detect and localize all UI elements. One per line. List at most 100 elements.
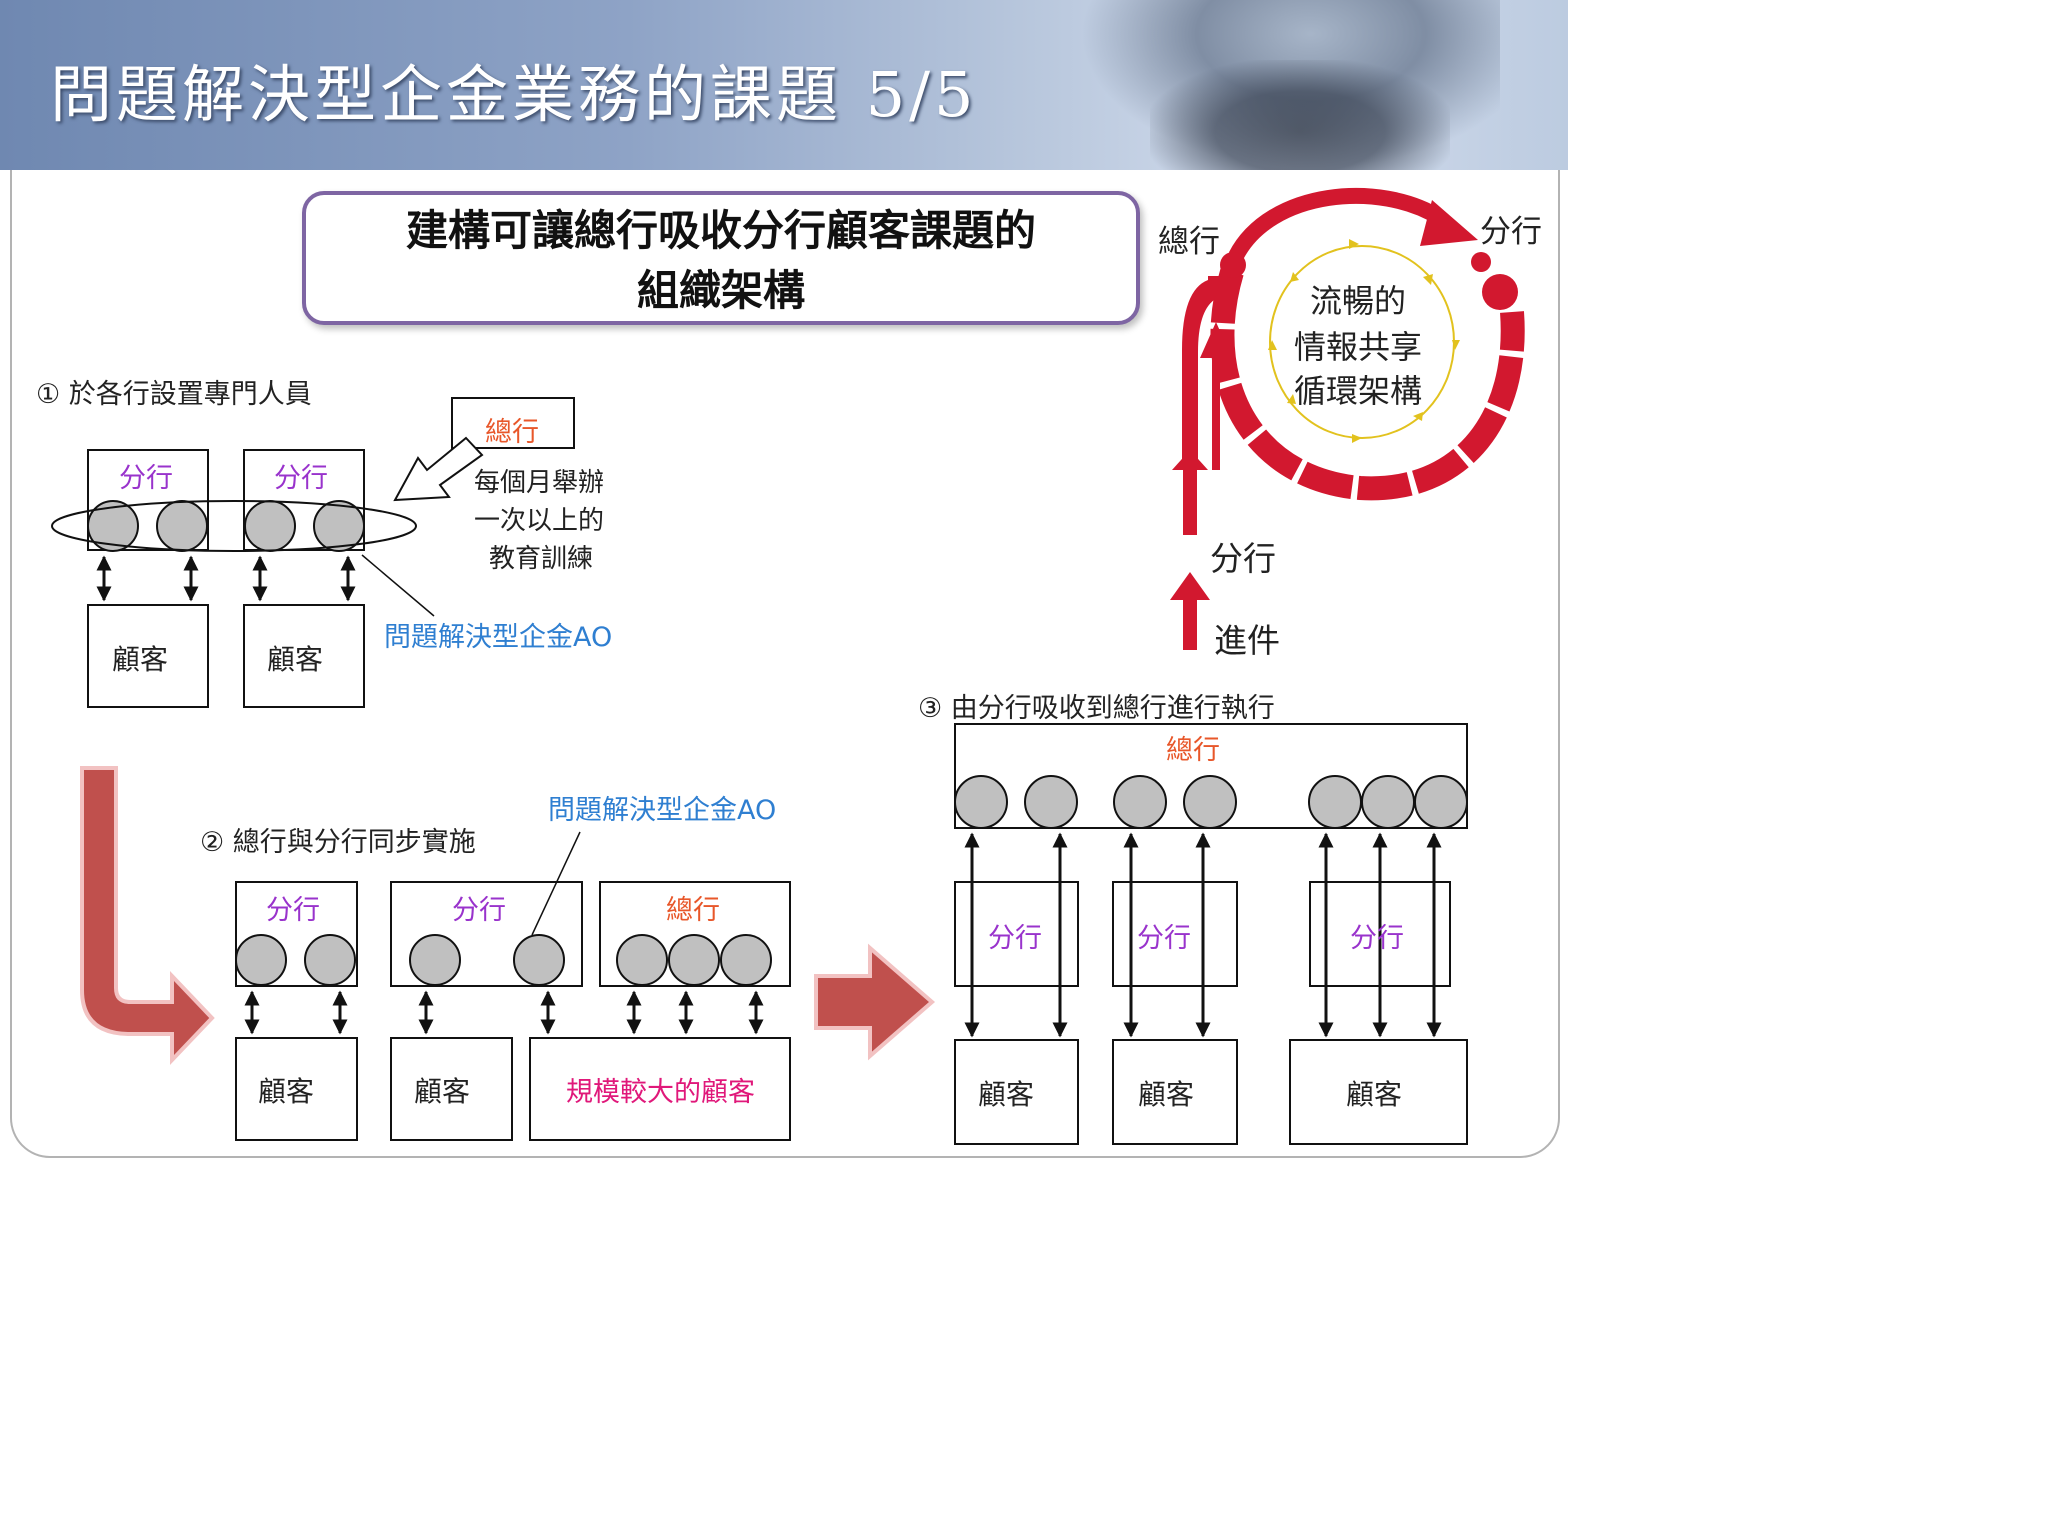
ao-circle — [313, 500, 365, 552]
step1-customer-label-b: 顧客 — [267, 643, 324, 676]
training-line-1: 每個月舉辦 — [474, 468, 605, 498]
ao-circle — [1361, 775, 1415, 829]
inner-ring-marker — [1423, 274, 1433, 285]
right-arrow — [814, 943, 936, 1061]
training-hollow-arrow — [393, 436, 484, 502]
step2-customer-label-large: 規模較大的顧客 — [566, 1077, 755, 1108]
step3-branch-box-a — [954, 881, 1079, 987]
step2-branch-box-a — [235, 881, 358, 987]
title-banner: 問題解決型企金業務的課題 5/5 — [0, 0, 1568, 170]
step2-branch-label-a: 分行 — [266, 895, 320, 926]
ao-pointer-line — [361, 554, 435, 617]
up-arrow-lower — [1170, 572, 1210, 650]
step3-customer-box-a — [954, 1039, 1079, 1145]
up-arrow-upper — [1182, 276, 1222, 470]
ao-pointer-line — [531, 831, 581, 936]
step3-branch-label-c: 分行 — [1350, 923, 1404, 954]
step3-branch-label-b: 分行 — [1137, 923, 1191, 954]
step2-ao-label: 問題解決型企金AO — [548, 795, 777, 826]
ao-group-ellipse — [51, 500, 417, 552]
step2-branch-box-b — [390, 881, 583, 987]
cycle-arrowhead — [1420, 200, 1478, 246]
ao-circle — [409, 934, 461, 986]
step3-heading: ③ 由分行吸收到總行進行執行 — [918, 693, 1275, 724]
step2-customer-box-b — [390, 1037, 513, 1141]
inner-ring-marker — [1290, 272, 1299, 282]
branch-node-large — [1482, 274, 1518, 310]
cycle-branch-below-label: 分行 — [1210, 539, 1276, 578]
inner-ring-marker — [1452, 340, 1460, 350]
step3-customer-box-b — [1112, 1039, 1238, 1145]
step1-hq-box — [451, 397, 575, 449]
step1-heading: ① 於各行設置專門人員 — [36, 379, 312, 410]
branch-node — [1471, 252, 1491, 272]
step1-branch-label-a: 分行 — [119, 463, 173, 494]
inner-ring-marker — [1349, 239, 1359, 249]
ao-circle — [87, 500, 139, 552]
banner-line-1: 建構可讓總行吸收分行顧客課題的 — [405, 206, 1036, 255]
ao-circle — [1414, 775, 1468, 829]
up-arrow-inner — [1200, 322, 1232, 470]
step1-ao-label: 問題解決型企金AO — [384, 622, 613, 653]
ao-circle — [954, 775, 1008, 829]
ao-circle — [156, 500, 208, 552]
ao-circle — [668, 934, 720, 986]
step3-diagram — [954, 723, 1468, 1145]
cycle-center-line-3: 循環架構 — [1294, 372, 1423, 410]
ao-circle — [244, 500, 296, 552]
cycle-ring-upper — [1228, 187, 1445, 261]
step1-branch-box-a — [87, 449, 209, 551]
ao-circle — [304, 934, 356, 986]
step1-customer-label-a: 顧客 — [112, 643, 169, 676]
step3-customer-box-c — [1289, 1039, 1468, 1145]
training-line-3: 教育訓練 — [489, 544, 594, 574]
cycle-hq-label: 總行 — [1158, 224, 1220, 260]
ao-circle — [616, 934, 668, 986]
cycle-entry-label: 進件 — [1214, 621, 1280, 660]
step2-customer-box-a — [235, 1037, 358, 1141]
ao-circle — [1308, 775, 1362, 829]
step2-hq-label: 總行 — [666, 895, 720, 926]
step2-diagram — [80, 766, 936, 1141]
step2-customer-label-b: 顧客 — [414, 1075, 471, 1108]
inner-ring-marker — [1352, 434, 1362, 443]
step1-customer-box-b — [243, 604, 365, 708]
step3-hq-label: 總行 — [1166, 735, 1220, 766]
content-frame — [10, 170, 1560, 1158]
up-arrow-middle — [1172, 450, 1208, 535]
step1-diagram — [51, 397, 575, 708]
step2-hq-box — [599, 881, 791, 987]
ao-circle — [235, 934, 287, 986]
training-line-2: 一次以上的 — [474, 506, 605, 536]
slide-title: 問題解決型企金業務的課題 5/5 — [50, 58, 978, 131]
step3-branch-label-a: 分行 — [988, 923, 1042, 954]
down-then-right-arrow — [80, 766, 215, 1065]
info-sharing-cycle — [1170, 187, 1525, 650]
step3-customer-label-c: 顧客 — [1346, 1078, 1403, 1111]
step2-heading: ② 總行與分行同步實施 — [200, 827, 476, 858]
key-message-banner: 建構可讓總行吸收分行顧客課題的 組織架構 — [302, 191, 1140, 325]
cycle-center-line-1: 流暢的 — [1310, 282, 1407, 320]
step1-customer-box-a — [87, 604, 209, 708]
hq-node — [1220, 252, 1246, 278]
ao-circle — [513, 934, 565, 986]
inner-ring-marker — [1268, 340, 1277, 350]
ao-circle — [1024, 775, 1078, 829]
step3-customer-label-b: 顧客 — [1138, 1078, 1195, 1111]
inner-ring-marker — [1413, 412, 1423, 421]
step2-customer-label-a: 顧客 — [258, 1075, 315, 1108]
ao-circle — [1183, 775, 1237, 829]
banner-line-2: 組織架構 — [636, 266, 805, 315]
header-photo-shadow — [1150, 60, 1450, 170]
ao-circle — [1113, 775, 1167, 829]
cycle-ring-lower — [1210, 268, 1525, 501]
step3-customer-label-a: 顧客 — [978, 1078, 1035, 1111]
step3-branch-box-b — [1112, 881, 1238, 987]
diagram-canvas — [51, 187, 1525, 1145]
step2-branch-label-b: 分行 — [452, 895, 506, 926]
step1-branch-label-b: 分行 — [274, 463, 328, 494]
step2-customer-box-large — [529, 1037, 791, 1141]
cycle-branch-label: 分行 — [1480, 214, 1542, 250]
inner-ring-marker — [1287, 394, 1296, 404]
ao-circle — [720, 934, 772, 986]
